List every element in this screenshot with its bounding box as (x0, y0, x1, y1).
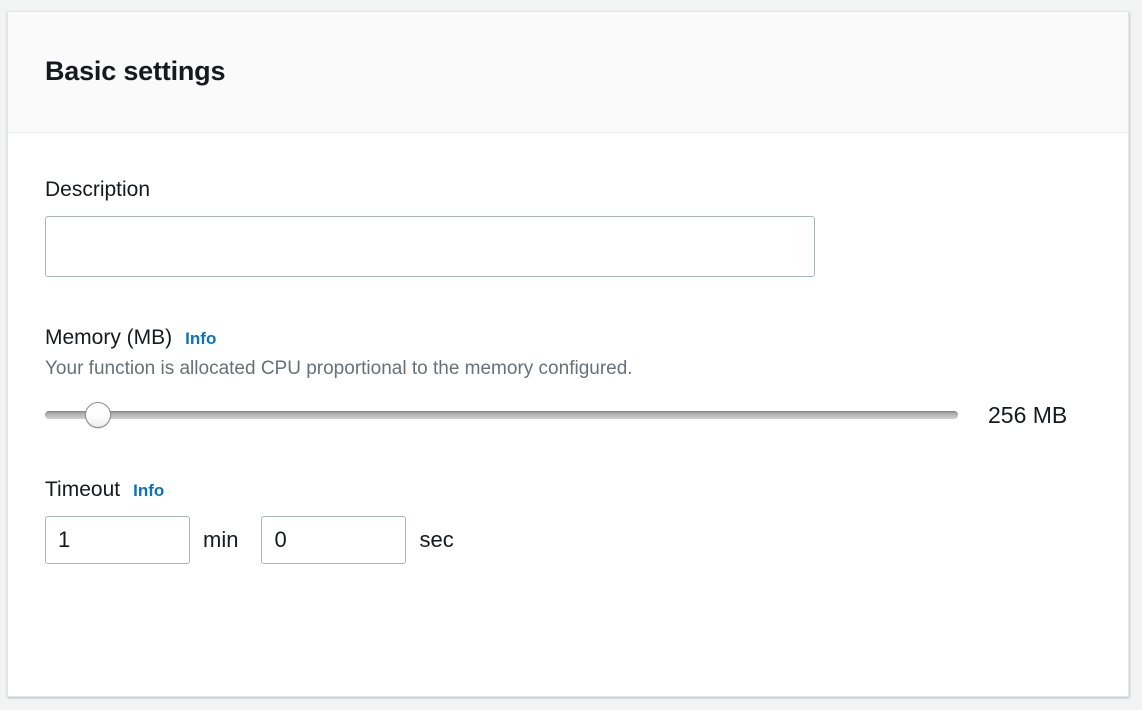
memory-slider-track[interactable] (45, 411, 958, 420)
timeout-minutes-input[interactable] (45, 516, 190, 565)
memory-slider[interactable] (45, 400, 958, 430)
timeout-minutes-unit-label: min (203, 527, 239, 553)
description-label-text: Description (45, 178, 151, 201)
memory-label-text: Memory (MB) (45, 326, 173, 350)
description-field-group: Description (45, 177, 1128, 278)
memory-slider-row: 256 MB (45, 400, 1128, 430)
memory-info-link[interactable]: Info (185, 329, 217, 349)
memory-value-label: 256 MB (988, 401, 1068, 428)
timeout-seconds-unit-label: sec (419, 527, 454, 553)
memory-field-group: Memory (MB) Info Your function is alloca… (45, 325, 1128, 430)
memory-description-text: Your function is allocated CPU proportio… (45, 358, 633, 380)
description-input[interactable] (45, 216, 815, 278)
memory-label: Memory (MB) Info (45, 325, 1128, 350)
memory-slider-thumb[interactable] (84, 402, 111, 429)
timeout-field-group: Timeout Info min sec (45, 477, 1128, 565)
timeout-info-link[interactable]: Info (133, 481, 165, 501)
timeout-label: Timeout Info (45, 477, 1128, 502)
timeout-seconds-input[interactable] (261, 516, 407, 565)
timeout-label-text: Timeout (45, 478, 121, 502)
card-header: Basic settings (8, 12, 1128, 133)
timeout-inputs-row: min sec (45, 516, 1128, 565)
page-title: Basic settings (45, 56, 226, 87)
basic-settings-card: Basic settings Description Memory (MB) I… (7, 11, 1129, 697)
description-label: Description (45, 177, 1128, 202)
card-body: Description Memory (MB) Info Your functi… (8, 133, 1128, 565)
